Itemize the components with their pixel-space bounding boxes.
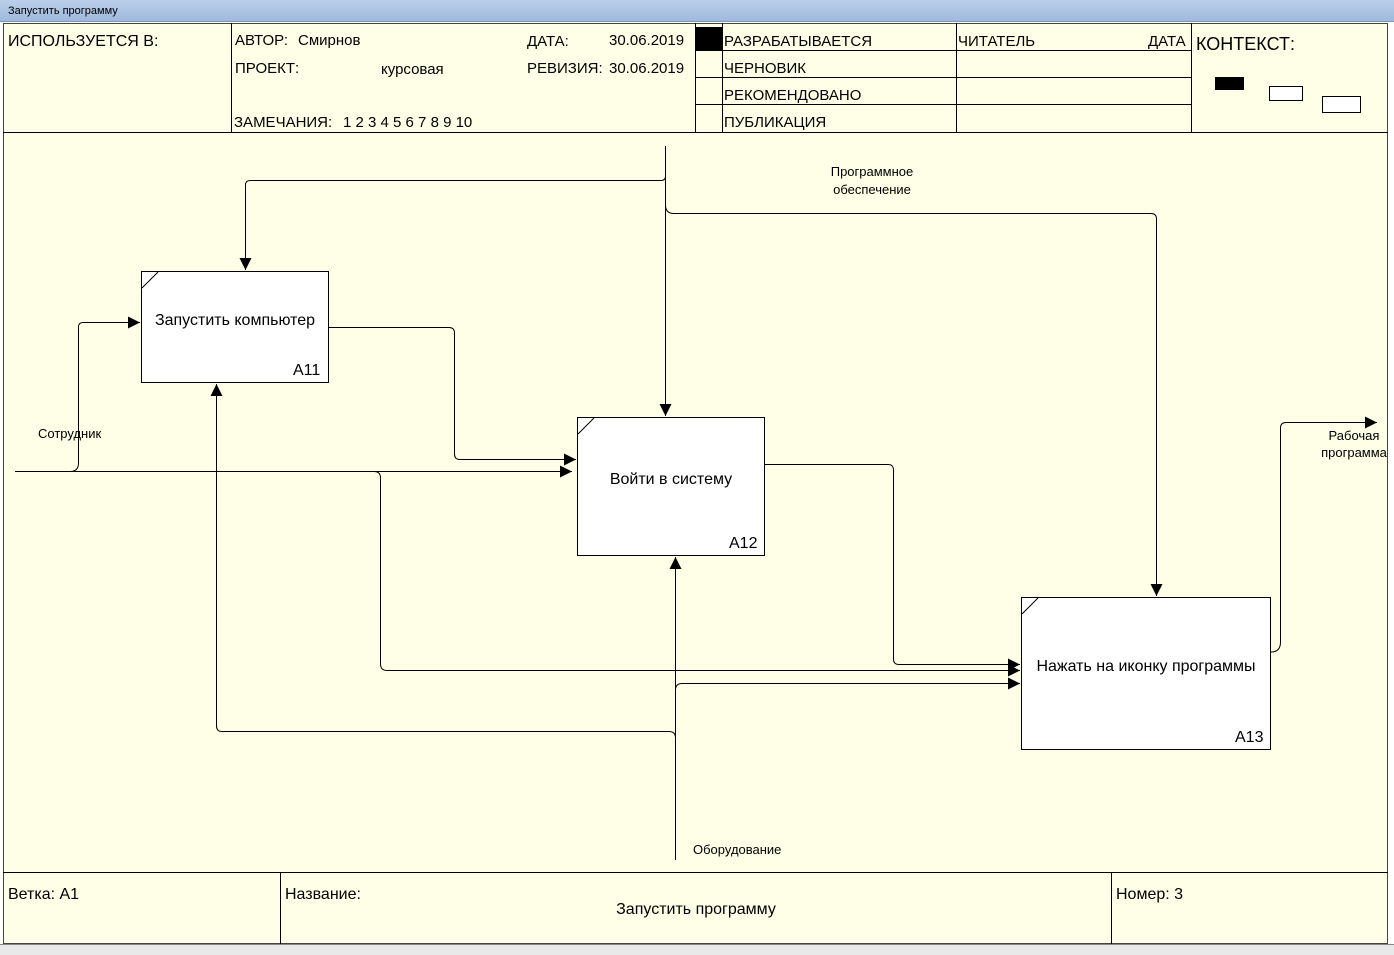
box-a11-corner	[141, 271, 159, 289]
reader-label: ЧИТАТЕЛЬ	[958, 33, 1036, 50]
context-box	[1322, 96, 1361, 113]
context-box	[1269, 86, 1303, 101]
footer-name: Запустить программу	[616, 901, 776, 918]
box-a11-id: A11	[293, 362, 321, 379]
arrow-software-to-a13	[665, 204, 1163, 596]
project-label: ПРОЕКТ:	[235, 60, 300, 77]
box-a12-corner	[577, 417, 595, 435]
label-output-line1: Рабочая	[1328, 428, 1380, 443]
context-label: КОНТЕКСТ:	[1196, 34, 1295, 54]
revision-value: 30.06.2019	[609, 60, 685, 77]
date-label: ДАТА:	[527, 33, 569, 50]
status-draft: ЧЕРНОВИК	[724, 60, 807, 77]
box-a12[interactable]	[577, 417, 765, 556]
footer-number: Номер: 3	[1116, 886, 1184, 903]
arrow-a11-to-a12	[329, 327, 576, 466]
arrow-employee-to-a11	[69, 316, 140, 472]
footer-name-label: Название:	[285, 886, 361, 903]
box-a12-title: Войти в систему	[609, 471, 733, 488]
project-value: курсовая	[381, 61, 444, 78]
reader-date-label: ДАТА	[1148, 33, 1186, 50]
label-software-line2: обеспечение	[833, 182, 911, 197]
context-box-current	[1215, 77, 1244, 90]
footer-grid	[3, 872, 1388, 944]
box-a13-id: A13	[1235, 729, 1264, 746]
footer-branch: Ветка: A1	[8, 886, 80, 903]
revision-label: РЕВИЗИЯ:	[527, 60, 603, 77]
author-label: АВТОР:	[235, 32, 289, 49]
author-value: Смирнов	[298, 32, 361, 49]
status-working: РАЗРАБАТЫВАЕТСЯ	[724, 33, 873, 50]
box-a13-corner	[1021, 597, 1039, 615]
header-grid	[3, 23, 1388, 133]
status-marker-filled	[696, 27, 722, 50]
arrow-equipment-to-a11	[210, 384, 676, 739]
box-a11-title: Запустить компьютер	[154, 312, 316, 329]
box-a13-title: Нажать на иконку программы	[1036, 658, 1256, 675]
used-in-label: ИСПОЛЬЗУЕТСЯ В:	[8, 33, 159, 50]
arrow-employee-to-a13	[373, 471, 1020, 677]
box-a11[interactable]	[141, 271, 329, 383]
bottom-scroll-strip	[0, 944, 1394, 955]
box-a13[interactable]	[1021, 597, 1271, 750]
arrow-output	[1270, 416, 1377, 653]
box-a12-id: A12	[729, 535, 758, 552]
arrow-a12-to-a13	[765, 464, 1020, 671]
label-output-line2: программа	[1321, 445, 1387, 460]
notes-value: 1 2 3 4 5 6 7 8 9 10	[343, 114, 473, 131]
status-recommended: РЕКОМЕНДОВАНО	[724, 87, 862, 104]
label-equipment: Оборудование	[693, 842, 782, 857]
arrow-software-to-a11	[239, 146, 666, 270]
status-publication: ПУБЛИКАЦИЯ	[724, 114, 827, 131]
notes-label: ЗАМЕЧАНИЯ:	[234, 114, 333, 131]
label-software-line1: Программное	[830, 164, 914, 179]
label-employee: Сотрудник	[38, 426, 102, 441]
window-title: Запустить программу	[0, 0, 1394, 22]
arrow-equipment-to-a13	[675, 677, 1020, 691]
date-value: 30.06.2019	[609, 32, 685, 49]
